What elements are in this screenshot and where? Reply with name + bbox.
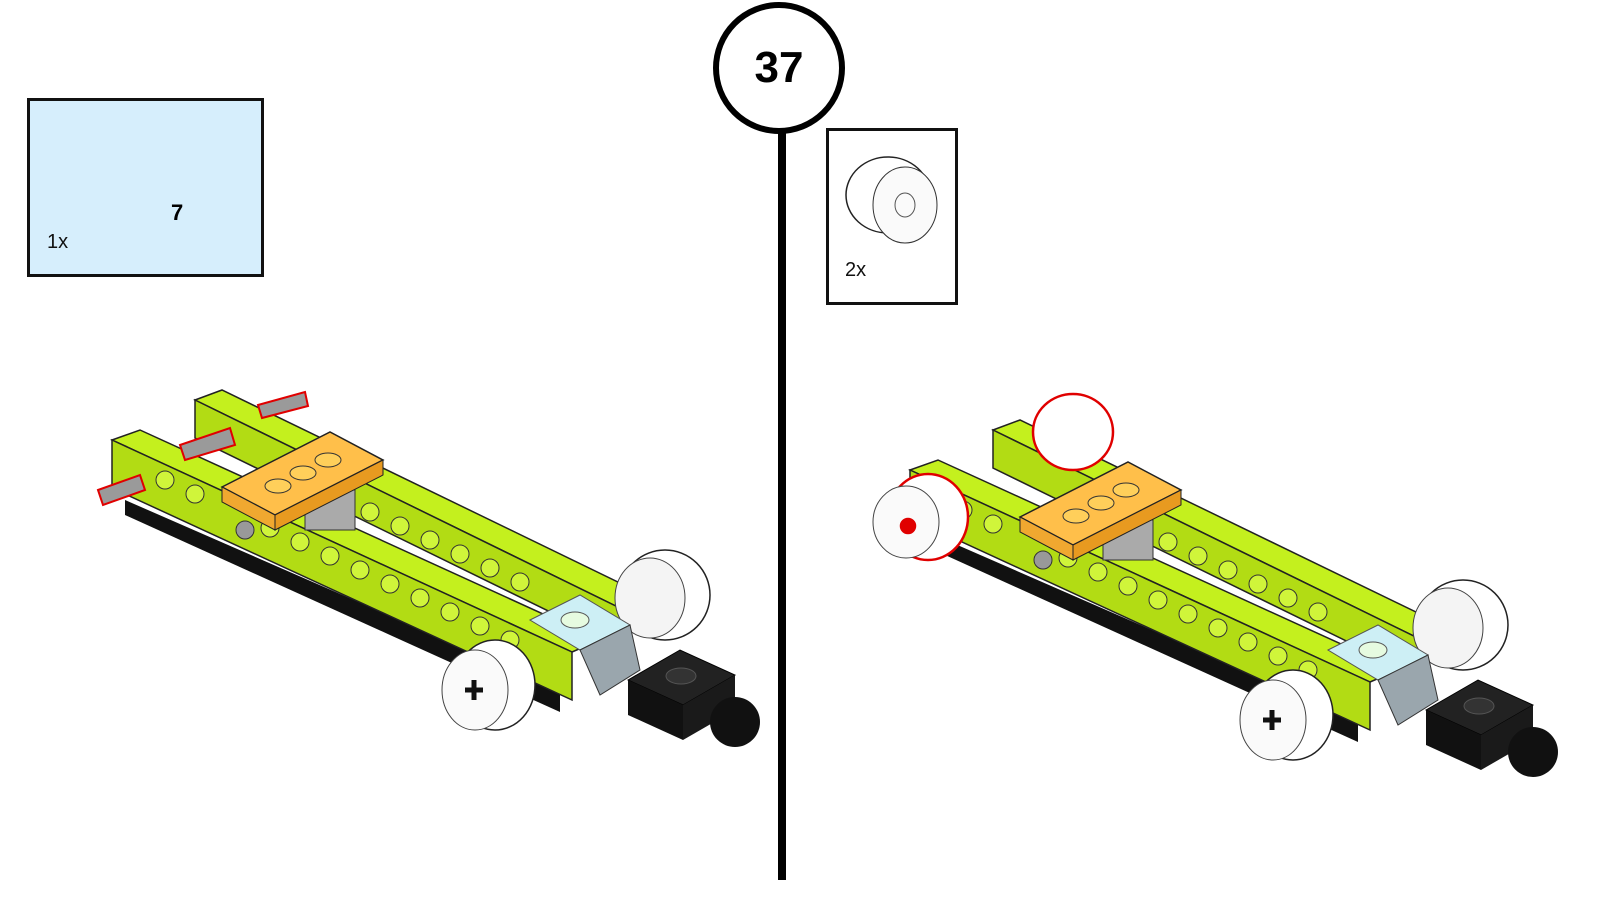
axle-length-label: 7: [171, 200, 184, 225]
wheel-part-icon: [845, 156, 938, 244]
part-quantity: 2x: [845, 259, 867, 281]
step-number: 37: [713, 2, 845, 134]
highlighted-wheels: [872, 392, 1115, 562]
parts-callout-wheel: 2x: [826, 128, 958, 305]
highlighted-axles: [96, 390, 310, 507]
assembly-before: [96, 390, 760, 747]
part-quantity: 1x: [47, 231, 69, 253]
assembly-after: [872, 392, 1558, 777]
step-divider: [778, 128, 786, 880]
step-number-text: 37: [754, 43, 804, 92]
parts-callout-axle: 1x 7: [27, 98, 264, 277]
